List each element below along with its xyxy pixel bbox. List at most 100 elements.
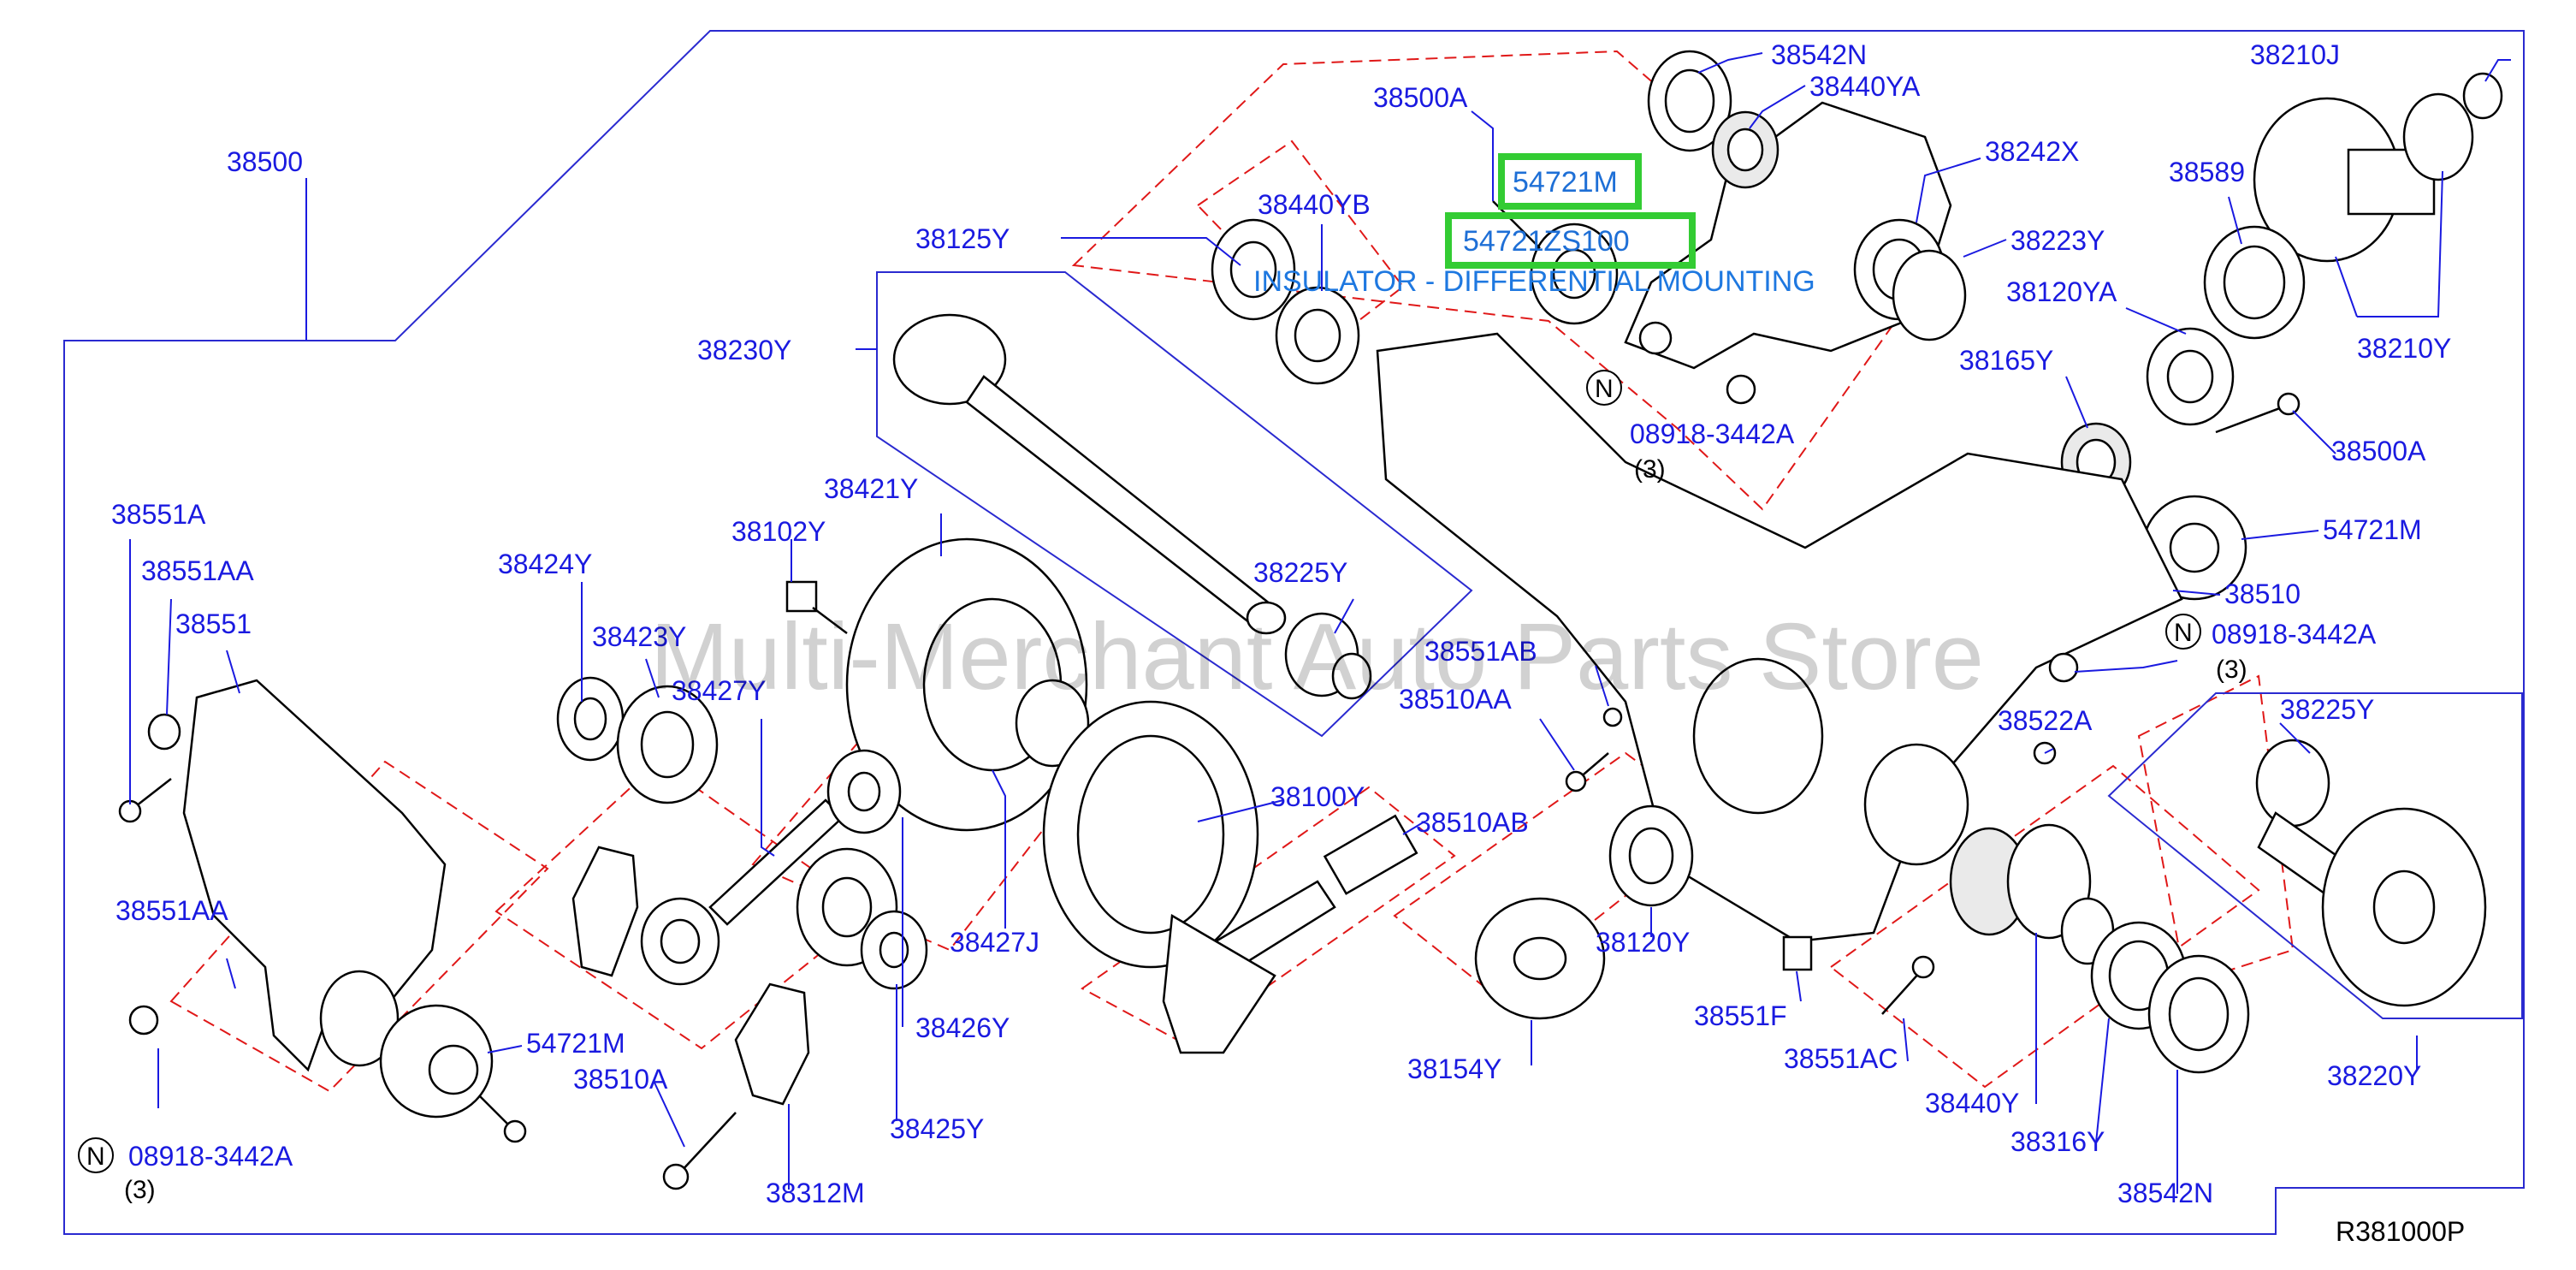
label-38165Y[interactable]: 38165Y	[1959, 345, 2053, 376]
label-38427J[interactable]: 38427J	[950, 927, 1039, 958]
oil-seal-38589	[2203, 225, 2306, 340]
label-54721M-bot[interactable]: 54721M	[526, 1028, 625, 1059]
label-38551A[interactable]: 38551A	[111, 499, 206, 530]
drive-pinion	[1162, 814, 1418, 1054]
yoke-38312M	[571, 846, 810, 1106]
label-38510AB[interactable]: 38510AB	[1416, 807, 1529, 838]
highlight-box-54721M[interactable]	[1498, 153, 1642, 210]
label-38100Y[interactable]: 38100Y	[1270, 781, 1365, 812]
label-38423Y[interactable]: 38423Y	[592, 621, 686, 652]
label-38424Y[interactable]: 38424Y	[498, 549, 592, 579]
dashed-group-top	[1071, 50, 1910, 511]
bolt-38551A	[118, 778, 172, 823]
bolt-38551AC	[1881, 955, 1935, 1015]
label-38102Y[interactable]: 38102Y	[731, 516, 826, 547]
label-38421Y[interactable]: 38421Y	[824, 473, 918, 504]
label-08918-bot[interactable]: 08918-3442A	[128, 1141, 293, 1172]
ring-gear-38100Y	[1042, 700, 1259, 969]
highlight-part-54721ZS100[interactable]: 54721ZS100	[1463, 225, 1630, 258]
label-38154Y[interactable]: 38154Y	[1407, 1053, 1501, 1084]
label-38120YA[interactable]: 38120YA	[2006, 276, 2117, 307]
label-38120Y[interactable]: 38120Y	[1596, 927, 1690, 958]
label-38210Y[interactable]: 38210Y	[2357, 333, 2451, 364]
washer-38425Y	[826, 749, 902, 834]
label-38510AA[interactable]: 38510AA	[1399, 684, 1512, 715]
label-38589[interactable]: 38589	[2169, 157, 2245, 187]
bolt-38510A	[662, 1112, 737, 1190]
label-38542N-bot[interactable]: 38542N	[2117, 1178, 2213, 1208]
label-38551[interactable]: 38551	[175, 608, 252, 639]
label-38440YB[interactable]: 38440YB	[1258, 189, 1371, 220]
highlight-description: INSULATOR - DIFFERENTIAL MOUNTING	[1253, 265, 1815, 298]
label-38551AC[interactable]: 38551AC	[1784, 1043, 1898, 1074]
label-38225Y-mid[interactable]: 38225Y	[1253, 557, 1347, 588]
qty-bot: (3)	[124, 1176, 156, 1204]
qty-top: (3)	[1634, 455, 1666, 484]
bolt-54721M-bot	[478, 1095, 527, 1143]
label-38242X[interactable]: 38242X	[1985, 136, 2079, 167]
shim-38154Y	[1474, 897, 1606, 1020]
companion-flange-38210Y	[2253, 72, 2503, 263]
dashed-group-flange-right	[2137, 674, 2295, 986]
nut-08918-top	[1726, 374, 1756, 405]
label-38522A[interactable]: 38522A	[1998, 705, 2093, 736]
side-flange-38220Y	[2255, 739, 2487, 1007]
label-38500A-top[interactable]: 38500A	[1373, 82, 1468, 113]
figure-reference: R381000P	[2336, 1216, 2465, 1247]
washer-38425Y-b	[860, 910, 928, 990]
label-54721M-right[interactable]: 54721M	[2323, 514, 2422, 545]
label-38510[interactable]: 38510	[2224, 579, 2301, 609]
bearing-38440YB	[1275, 286, 1360, 385]
gear-carrier-38510	[1376, 332, 2183, 943]
label-38440YA[interactable]: 38440YA	[1809, 71, 1921, 102]
label-38312M[interactable]: 38312M	[766, 1178, 865, 1208]
label-38440Y[interactable]: 38440Y	[1925, 1088, 2019, 1119]
label-08918-right[interactable]: 08918-3442A	[2212, 619, 2377, 650]
bushing-38551AA	[147, 713, 181, 751]
label-38551AB[interactable]: 38551AB	[1424, 636, 1537, 667]
label-38510A[interactable]: 38510A	[573, 1064, 668, 1095]
label-38125Y[interactable]: 38125Y	[915, 223, 1010, 254]
bearing-38440Y	[1949, 823, 2115, 965]
nut-08918-right	[2048, 652, 2079, 683]
bolt-38510AA	[1565, 752, 1609, 792]
note-08918-right: N 08918-3442A (3)	[2165, 614, 2377, 684]
dashed-group-side-bearing	[1829, 764, 2260, 1089]
label-38316Y[interactable]: 38316Y	[2010, 1126, 2105, 1157]
label-38210J[interactable]: 38210J	[2250, 39, 2340, 70]
watermark: Multi-Merchant Auto Parts Store	[650, 604, 1984, 709]
label-38551AA-top[interactable]: 38551AA	[141, 555, 254, 586]
plug-38551F	[1782, 935, 1813, 971]
label-38551AA-bot[interactable]: 38551AA	[115, 895, 228, 926]
diff-case-38421Y	[845, 537, 1090, 832]
nut-08918-bot	[128, 1005, 159, 1036]
label-38500[interactable]: 38500	[227, 146, 303, 177]
side-gear-38423Y	[616, 685, 719, 804]
label-38427Y[interactable]: 38427Y	[672, 675, 766, 706]
label-38426Y[interactable]: 38426Y	[915, 1012, 1010, 1043]
bearing-38125Y	[1211, 218, 1296, 321]
label-38425Y[interactable]: 38425Y	[890, 1113, 984, 1144]
label-38500A-right[interactable]: 38500A	[2331, 436, 2426, 466]
n-badge-bot: N	[86, 1142, 105, 1171]
bolt-38500A-right	[2215, 392, 2301, 434]
oil-seal-38225Y-mid	[1284, 612, 1372, 700]
insulator-54721M-bot	[379, 1004, 494, 1119]
highlight-box-54721ZS100[interactable]	[1445, 212, 1696, 269]
label-38225Y-right[interactable]: 38225Y	[2280, 694, 2374, 725]
label-38542N-top[interactable]: 38542N	[1771, 39, 1867, 70]
n-badge-top: N	[1595, 375, 1614, 403]
pin-38551AB	[1602, 707, 1623, 727]
bearing-38440YA	[1711, 110, 1780, 189]
highlight-part-54721M[interactable]: 54721M	[1513, 166, 1618, 199]
label-38220Y[interactable]: 38220Y	[2327, 1060, 2421, 1091]
label-38551F[interactable]: 38551F	[1694, 1000, 1787, 1031]
leader-lines	[129, 52, 2511, 1194]
label-38230Y[interactable]: 38230Y	[697, 335, 791, 365]
label-38223Y[interactable]: 38223Y	[2010, 225, 2105, 256]
snap-ring-38223Y	[1892, 249, 1967, 341]
bearing-38120Y	[1608, 804, 1694, 907]
label-08918-top[interactable]: 08918-3442A	[1630, 418, 1795, 449]
note-08918-bot: N 08918-3442A (3)	[78, 1137, 293, 1204]
